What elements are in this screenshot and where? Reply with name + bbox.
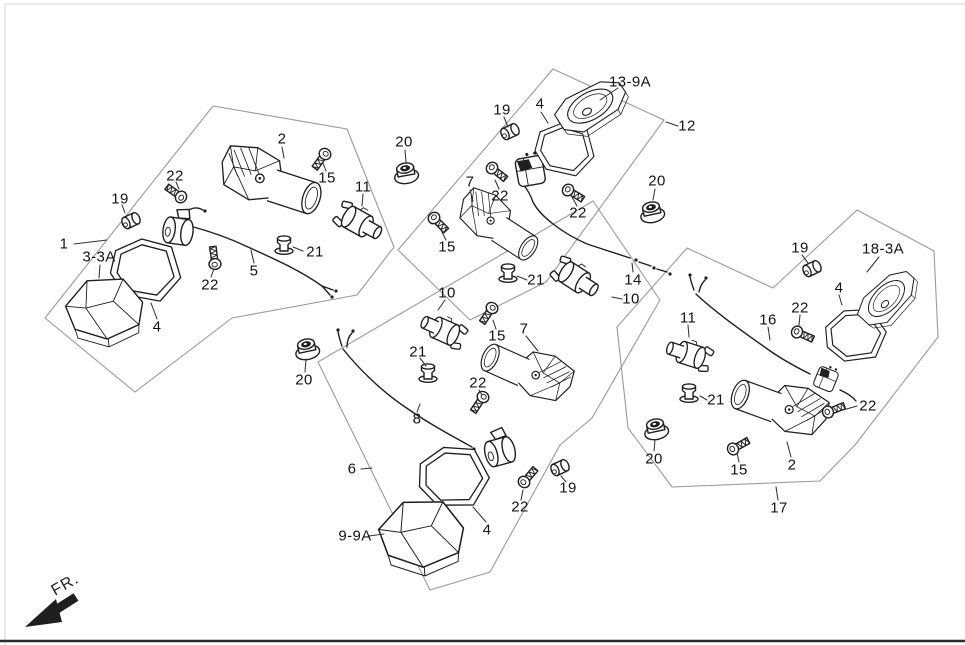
callout-3-3A: 3-3A: [82, 248, 116, 266]
callout-22: 22: [511, 498, 529, 516]
callout-20: 20: [395, 133, 413, 151]
callout-22: 22: [859, 397, 877, 415]
callout-2: 2: [277, 130, 287, 148]
bulb-socket-11-drawing: [662, 333, 717, 375]
callout-1: 1: [59, 235, 69, 253]
callout-20: 20: [295, 371, 313, 389]
callout-6: 6: [347, 460, 357, 478]
callout-15: 15: [488, 327, 506, 345]
screw-22-drawing: [467, 388, 492, 416]
bulb-19-drawing: [800, 258, 824, 279]
callout-19: 19: [493, 101, 511, 119]
grommet-21-drawing: [418, 363, 438, 383]
callout-7: 7: [519, 320, 529, 338]
bulb-19-drawing: [498, 121, 522, 142]
callout-22: 22: [491, 187, 509, 205]
callout-20: 20: [645, 450, 663, 468]
callout-20: 20: [648, 172, 666, 190]
callout-22: 22: [569, 204, 587, 222]
flange-nut-20-drawing: [391, 160, 421, 187]
group-boundary-1: [44, 105, 395, 393]
callout-11: 11: [679, 309, 697, 327]
callout-18-3A: 18-3A: [861, 240, 905, 258]
fr-direction-arrow-icon: FR.: [25, 570, 82, 627]
wire-harness-drawings: [181, 183, 857, 451]
bulb-19-drawing: [119, 210, 143, 231]
callout-16: 16: [759, 311, 777, 329]
screw-22-drawing: [483, 159, 510, 185]
callout-7: 7: [465, 173, 475, 191]
screw-15-drawing: [724, 434, 752, 458]
callout-2: 2: [787, 456, 797, 474]
callout-22: 22: [201, 276, 219, 294]
callout-10: 10: [622, 290, 640, 308]
callout-21: 21: [409, 343, 427, 361]
callout-10: 10: [438, 284, 456, 302]
callout-5: 5: [249, 262, 259, 280]
grommet-21-drawing: [679, 383, 699, 403]
fr-label: FR.: [49, 570, 82, 599]
callout-15: 15: [318, 169, 336, 187]
callout-4: 4: [834, 279, 844, 297]
flange-nut-20-drawing: [641, 416, 671, 443]
bulb-socket-10-drawing: [547, 251, 606, 304]
callout-19: 19: [111, 190, 129, 208]
callout-21: 21: [306, 243, 324, 261]
callout-4: 4: [535, 95, 545, 113]
callout-22: 22: [469, 374, 487, 392]
wire-16-drawing: [688, 273, 857, 402]
flange-nut-20-drawing: [637, 199, 667, 226]
callout-4: 4: [482, 521, 492, 539]
group-boundaries: [44, 68, 939, 591]
screw-22-drawing: [788, 323, 817, 346]
callout-22: 22: [166, 167, 184, 185]
leader-lines: [73, 87, 880, 537]
callout-15: 15: [438, 238, 456, 256]
grommet-21-drawing: [498, 263, 518, 283]
screw-15-drawing: [476, 299, 501, 327]
grommet-21-drawing: [274, 235, 294, 256]
callout-19: 19: [559, 479, 577, 497]
lamp-holder-drawing: [160, 205, 197, 247]
group-boundary-12: [397, 68, 665, 321]
wire-14-drawing: [522, 183, 672, 276]
group-boundary-6: [317, 200, 661, 591]
bulb-19-drawing: [548, 457, 572, 478]
screw-22-drawing: [515, 464, 541, 491]
lens-gasket-drawing: [415, 443, 493, 511]
screw-22-drawing: [206, 245, 223, 271]
callout-19: 19: [791, 239, 809, 257]
callout-4: 4: [152, 318, 162, 336]
callout-15: 15: [730, 461, 748, 479]
callout-8: 8: [412, 410, 422, 428]
lamp-holder-drawing: [478, 424, 519, 469]
callout-12: 12: [678, 117, 696, 135]
callout-11: 11: [354, 178, 372, 196]
callout-17: 17: [770, 499, 788, 517]
screw-22-drawing: [162, 180, 190, 206]
group-boundary-17: [616, 209, 939, 488]
screw-15-drawing: [308, 145, 334, 173]
callout-21: 21: [527, 271, 545, 289]
screw-22-drawing: [559, 181, 587, 206]
callout-14: 14: [624, 271, 642, 289]
callout-21: 21: [707, 391, 725, 409]
callout-22: 22: [791, 299, 809, 317]
flange-nut-20-drawing: [292, 336, 322, 363]
bulb-socket-11-drawing: [330, 196, 389, 247]
callout-9-9A: 9-9A: [338, 527, 372, 545]
winker-body-2-drawing: [212, 137, 330, 222]
page-frame: [0, 3, 965, 645]
connector-drawing: [812, 361, 842, 394]
callout-13-9A: 13-9A: [608, 73, 652, 91]
